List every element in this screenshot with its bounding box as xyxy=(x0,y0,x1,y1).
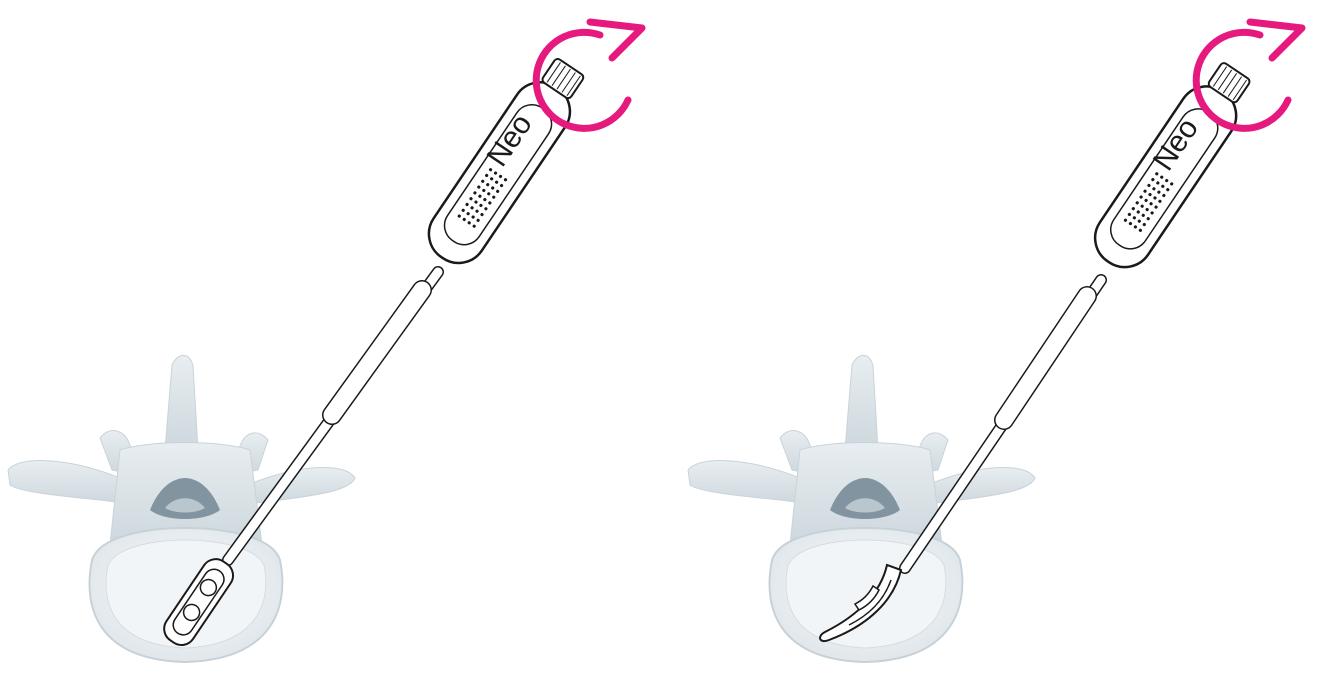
diagram-panel-straight: Neo xyxy=(7,18,646,664)
instrument: Neo xyxy=(819,62,1251,642)
rotation-arrow-icon xyxy=(1192,18,1306,132)
grip-texture xyxy=(1123,172,1174,232)
implant-curved xyxy=(819,563,903,642)
instrument: Neo xyxy=(163,57,585,646)
illustration-right: Neo xyxy=(687,18,1306,664)
implant-straight xyxy=(163,558,234,646)
grip-texture xyxy=(457,168,508,228)
illustration-left: Neo xyxy=(7,18,646,664)
vertebra xyxy=(687,354,1036,664)
rotation-arrow-icon xyxy=(532,18,646,132)
diagram-panel-curved: Neo xyxy=(669,0,1338,676)
